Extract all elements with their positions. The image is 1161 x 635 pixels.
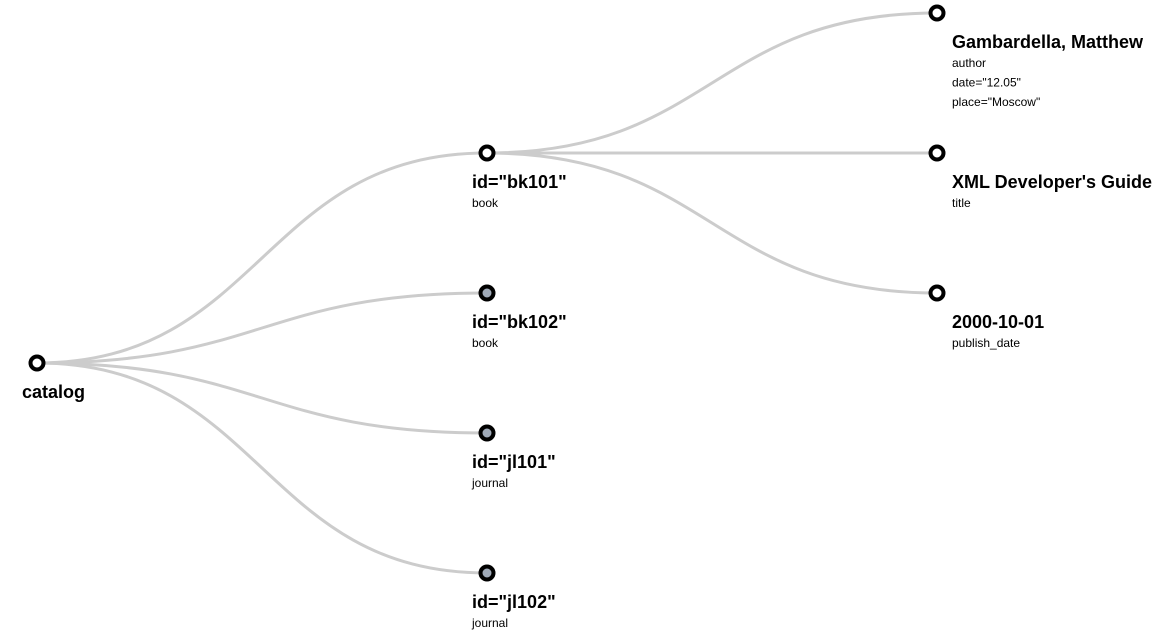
node-name-label: id="bk101" bbox=[472, 172, 567, 192]
node-detail-label: journal bbox=[471, 476, 508, 490]
node-detail-label: date="12.05" bbox=[952, 76, 1021, 90]
tree-node-id-bk101[interactable]: id="bk101" book bbox=[472, 144, 567, 211]
node-name-label: id="jl101" bbox=[472, 452, 556, 472]
node-name-label: XML Developer's Guide bbox=[952, 172, 1152, 192]
tree-node-catalog[interactable]: catalog bbox=[22, 354, 85, 403]
node-circle-id-jl102[interactable] bbox=[478, 564, 496, 582]
node-name-label: 2000-10-01 bbox=[952, 312, 1044, 332]
tree-links bbox=[36, 11, 938, 575]
node-circle-xml-developer-s-guide[interactable] bbox=[928, 144, 946, 162]
link-catalog-to-id-jl102 bbox=[36, 361, 488, 575]
node-circle-gambardella-matthew[interactable] bbox=[928, 4, 946, 22]
tree-node-2000-10-01[interactable]: 2000-10-01 publish_date bbox=[928, 284, 1045, 351]
tree-node-id-jl101[interactable]: id="jl101" journal bbox=[471, 424, 556, 491]
node-detail-label: book bbox=[472, 196, 499, 210]
node-circle-catalog[interactable] bbox=[28, 354, 46, 372]
node-name-label: id="bk102" bbox=[472, 312, 567, 332]
node-detail-label: publish_date bbox=[952, 336, 1020, 350]
node-detail-label: journal bbox=[471, 616, 508, 630]
link-catalog-to-id-bk102 bbox=[36, 291, 488, 365]
tree-node-id-jl102[interactable]: id="jl102" journal bbox=[471, 564, 556, 631]
tree-node-xml-developer-s-guide[interactable]: XML Developer's Guide title bbox=[928, 144, 1153, 211]
node-circle-id-bk101[interactable] bbox=[478, 144, 496, 162]
node-name-label: Gambardella, Matthew bbox=[952, 32, 1144, 52]
link-id-bk101-to-gambardella-matthew bbox=[486, 11, 938, 155]
tree-node-id-bk102[interactable]: id="bk102" book bbox=[472, 284, 567, 351]
node-name-label: id="jl102" bbox=[472, 592, 556, 612]
link-catalog-to-id-jl101 bbox=[36, 361, 488, 435]
node-detail-label: author bbox=[952, 56, 986, 70]
node-name-label: catalog bbox=[22, 382, 85, 402]
tree-nodes: catalog id="bk101" book Gambardella, Matthe… bbox=[22, 4, 1153, 631]
tree-node-gambardella-matthew[interactable]: Gambardella, Matthew author date="12.05" pl… bbox=[928, 4, 1145, 110]
node-circle-id-bk102[interactable] bbox=[478, 284, 496, 302]
link-catalog-to-id-bk101 bbox=[36, 151, 488, 365]
node-detail-label: title bbox=[952, 196, 971, 210]
node-detail-label: place="Moscow" bbox=[952, 95, 1040, 109]
link-id-bk101-to-2000-10-01 bbox=[486, 151, 938, 295]
node-detail-label: book bbox=[472, 336, 499, 350]
node-circle-2000-10-01[interactable] bbox=[928, 284, 946, 302]
node-circle-id-jl101[interactable] bbox=[478, 424, 496, 442]
